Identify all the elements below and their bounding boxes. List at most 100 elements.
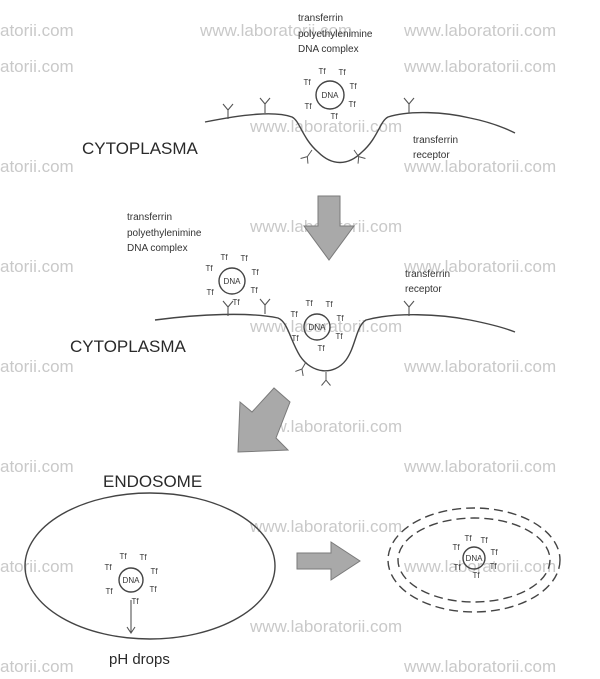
tf-label: Tf — [453, 563, 461, 572]
watermark-text: www.laboratorii.com — [403, 157, 556, 176]
endosome-dashed-outer — [387, 507, 561, 613]
panel-3: ENDOSOME pH drops — [24, 472, 561, 668]
tf-label: Tf — [325, 300, 333, 309]
watermark-text: www.laboratorii.com — [199, 21, 352, 40]
tf-label: Tf — [220, 253, 228, 262]
tf-label: Tf — [290, 310, 298, 319]
ph-label: pH drops — [109, 651, 170, 668]
tf-label: Tf — [139, 553, 147, 562]
watermark-text: www.laboratorii.com — [249, 517, 402, 536]
tf-label: Tf — [349, 82, 357, 91]
watermark-text: www.laboratorii.com — [249, 117, 402, 136]
release-arrow — [126, 600, 136, 634]
receptor-icon — [222, 300, 234, 316]
watermark-text: www.laboratorii.com — [249, 617, 402, 636]
watermark-text: www.laboratorii.com — [403, 557, 556, 576]
receptor-group — [222, 97, 415, 386]
receptor-icon — [295, 361, 307, 377]
complex-label-line-3: DNA complex — [298, 44, 359, 55]
complex-label-line-1: transferrin — [127, 212, 172, 223]
tf-label: Tf — [452, 543, 460, 552]
watermark-text: atorii.com — [0, 257, 74, 276]
tf-label: Tf — [489, 562, 497, 571]
dna-label: DNA — [123, 576, 141, 585]
tf-label: Tf — [105, 587, 113, 596]
watermark-text: atorii.com — [0, 557, 74, 576]
tf-label: Tf — [335, 332, 343, 341]
down-arrow — [303, 195, 355, 261]
watermark-text: www.laboratorii.com — [403, 357, 556, 376]
endosome — [24, 492, 276, 640]
watermark-text: www.laboratorii.com — [249, 417, 402, 436]
tf-label: Tf — [490, 548, 498, 557]
receptor-label-line-2: receptor — [413, 150, 450, 161]
receptor-icon — [403, 97, 415, 113]
panel-2: transferrin polyethylenimine DNA complex… — [70, 212, 516, 372]
watermark-text: atorii.com — [0, 357, 74, 376]
tf-label: Tf — [240, 254, 248, 263]
tf-label: Tf — [336, 314, 344, 323]
cell-membrane — [204, 111, 516, 164]
receptor-label-line-1: transferrin — [405, 269, 450, 280]
tf-label: Tf — [150, 567, 158, 576]
tf-label: Tf — [149, 585, 157, 594]
tf-label: Tf — [119, 552, 127, 561]
tf-label: Tf — [304, 102, 312, 111]
tf-label: Tf — [338, 68, 346, 77]
complex-label-line-1: transferrin — [298, 13, 343, 24]
watermark-text: www.laboratorii.com — [403, 257, 556, 276]
dna-label: DNA — [322, 91, 340, 100]
endosome-label: ENDOSOME — [103, 472, 202, 491]
receptor-icon — [321, 372, 331, 386]
tf-label: Tf — [232, 298, 240, 307]
receptor-icon — [259, 298, 271, 314]
tf-label: Tf — [205, 264, 213, 273]
tf-label: Tf — [305, 299, 313, 308]
watermark-text: atorii.com — [0, 157, 74, 176]
tf-label: Tf — [464, 534, 472, 543]
tf-label: Tf — [317, 344, 325, 353]
complex-label-line-2: polyethylenimine — [127, 228, 202, 239]
dna-label: DNA — [309, 323, 327, 332]
tf-label: Tf — [250, 286, 258, 295]
watermark-text: www.laboratorii.com — [403, 657, 556, 676]
cell-membrane — [154, 313, 516, 372]
tf-label: Tf — [472, 571, 480, 580]
receptor-icon — [300, 149, 313, 164]
watermark-text: www.laboratorii.com — [403, 457, 556, 476]
watermark-text: www.laboratorii.com — [403, 21, 556, 40]
panel-1: transferrin polyethylenimine DNA complex… — [82, 13, 516, 164]
tf-label: Tf — [330, 112, 338, 121]
receptor-icon — [353, 149, 366, 164]
watermark-text: atorii.com — [0, 57, 74, 76]
receptor-label-line-2: receptor — [405, 284, 442, 295]
tf-label: Tf — [348, 100, 356, 109]
compartment-label: CYTOPLASMA — [70, 337, 187, 356]
tf-label: Tf — [131, 597, 139, 606]
receptor-label-line-1: transferrin — [413, 135, 458, 146]
right-arrow — [296, 541, 361, 581]
watermark-text: www.laboratorii.com — [403, 57, 556, 76]
tf-label: Tf — [291, 334, 299, 343]
watermark-text: www.laboratorii.com — [249, 317, 402, 336]
tf-label: Tf — [480, 536, 488, 545]
receptor-icon — [222, 103, 234, 119]
tf-label: Tf — [318, 67, 326, 76]
watermark-text: atorii.com — [0, 457, 74, 476]
tf-label: Tf — [303, 78, 311, 87]
watermark-text: atorii.com — [0, 21, 74, 40]
receptor-icon — [403, 300, 415, 316]
endosome-dashed-inner — [397, 517, 551, 603]
compartment-label: CYTOPLASMA — [82, 139, 199, 158]
receptor-icon — [259, 97, 271, 113]
tf-label: Tf — [206, 288, 214, 297]
dna-label: DNA — [224, 277, 242, 286]
tf-label: Tf — [251, 268, 259, 277]
complex-label-line-2: polyethylenimine — [298, 29, 373, 40]
tf-label: Tf — [104, 563, 112, 572]
